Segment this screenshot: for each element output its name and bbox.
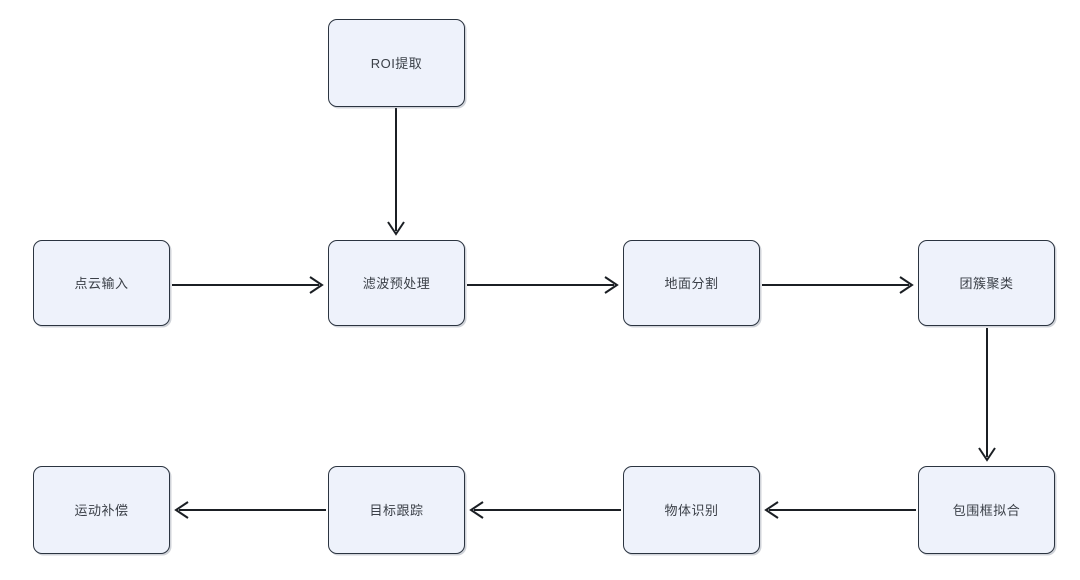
arrowhead-right-icon bbox=[309, 276, 324, 294]
node-label-cluster: 团簇聚类 bbox=[959, 275, 1014, 291]
node-cluster[interactable]: 团簇聚类 bbox=[918, 240, 1055, 326]
arrowhead-down-icon bbox=[387, 221, 405, 236]
edge-filter-to-ground bbox=[467, 276, 619, 294]
arrowhead-right-icon bbox=[604, 276, 619, 294]
edge-tracking-to-motion bbox=[174, 501, 326, 519]
arrowhead-right-icon bbox=[899, 276, 914, 294]
edge-ground-to-cluster bbox=[762, 276, 914, 294]
arrowhead-left-icon bbox=[174, 501, 189, 519]
node-bounding-box-fitting[interactable]: 包围框拟合 bbox=[918, 466, 1055, 554]
node-ground-segmentation[interactable]: 地面分割 bbox=[623, 240, 760, 326]
arrowhead-left-icon bbox=[469, 501, 484, 519]
edge-roi-to-filter bbox=[387, 108, 405, 236]
edge-bbox-to-recognize bbox=[764, 501, 916, 519]
arrowhead-left-icon bbox=[764, 501, 779, 519]
node-target-tracking[interactable]: 目标跟踪 bbox=[328, 466, 465, 554]
node-label-roi: ROI提取 bbox=[370, 55, 423, 71]
node-roi[interactable]: ROI提取 bbox=[328, 19, 465, 107]
node-label-ground-segmentation: 地面分割 bbox=[664, 275, 719, 291]
node-label-object-recognition: 物体识别 bbox=[664, 502, 719, 518]
node-label-bounding-box-fitting: 包围框拟合 bbox=[952, 502, 1021, 518]
edge-input-to-filter bbox=[172, 276, 324, 294]
node-point-cloud-input[interactable]: 点云输入 bbox=[33, 240, 170, 326]
node-label-target-tracking: 目标跟踪 bbox=[369, 502, 424, 518]
node-filter-preprocess[interactable]: 滤波预处理 bbox=[328, 240, 465, 326]
arrowhead-down-icon bbox=[978, 447, 996, 462]
node-object-recognition[interactable]: 物体识别 bbox=[623, 466, 760, 554]
node-label-motion-compensation: 运动补偿 bbox=[74, 502, 129, 518]
edge-cluster-to-bbox bbox=[978, 328, 996, 462]
node-label-point-cloud-input: 点云输入 bbox=[74, 275, 129, 291]
edge-recognize-to-tracking bbox=[469, 501, 621, 519]
node-motion-compensation[interactable]: 运动补偿 bbox=[33, 466, 170, 554]
node-label-filter-preprocess: 滤波预处理 bbox=[362, 275, 431, 291]
